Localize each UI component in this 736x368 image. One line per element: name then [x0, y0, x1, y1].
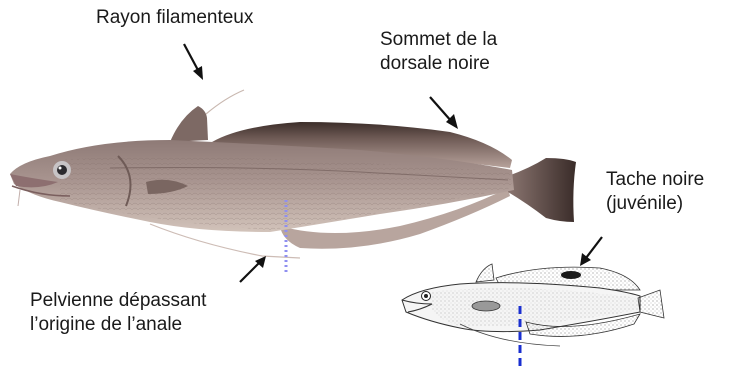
arrow-tache — [580, 237, 602, 266]
label-rayon-filamenteux: Rayon filamenteux — [96, 6, 253, 30]
label-tache-noire: Tache noire (juvénile) — [606, 168, 704, 216]
hake-drawing — [402, 264, 664, 366]
black-spot — [561, 271, 581, 279]
first-dorsal-fin — [170, 106, 208, 142]
hake-photo — [10, 90, 576, 272]
label-sommet-dorsale: Sommet de la dorsale noire — [380, 28, 497, 76]
arrow-sommet — [430, 97, 458, 129]
arrow-rayon — [184, 44, 203, 80]
label-pelvienne: Pelvienne dépassant l’origine de l’anale — [30, 289, 206, 337]
filament-ray — [206, 90, 244, 114]
arrow-pelvienne — [240, 256, 266, 282]
tail-fin — [508, 158, 576, 222]
